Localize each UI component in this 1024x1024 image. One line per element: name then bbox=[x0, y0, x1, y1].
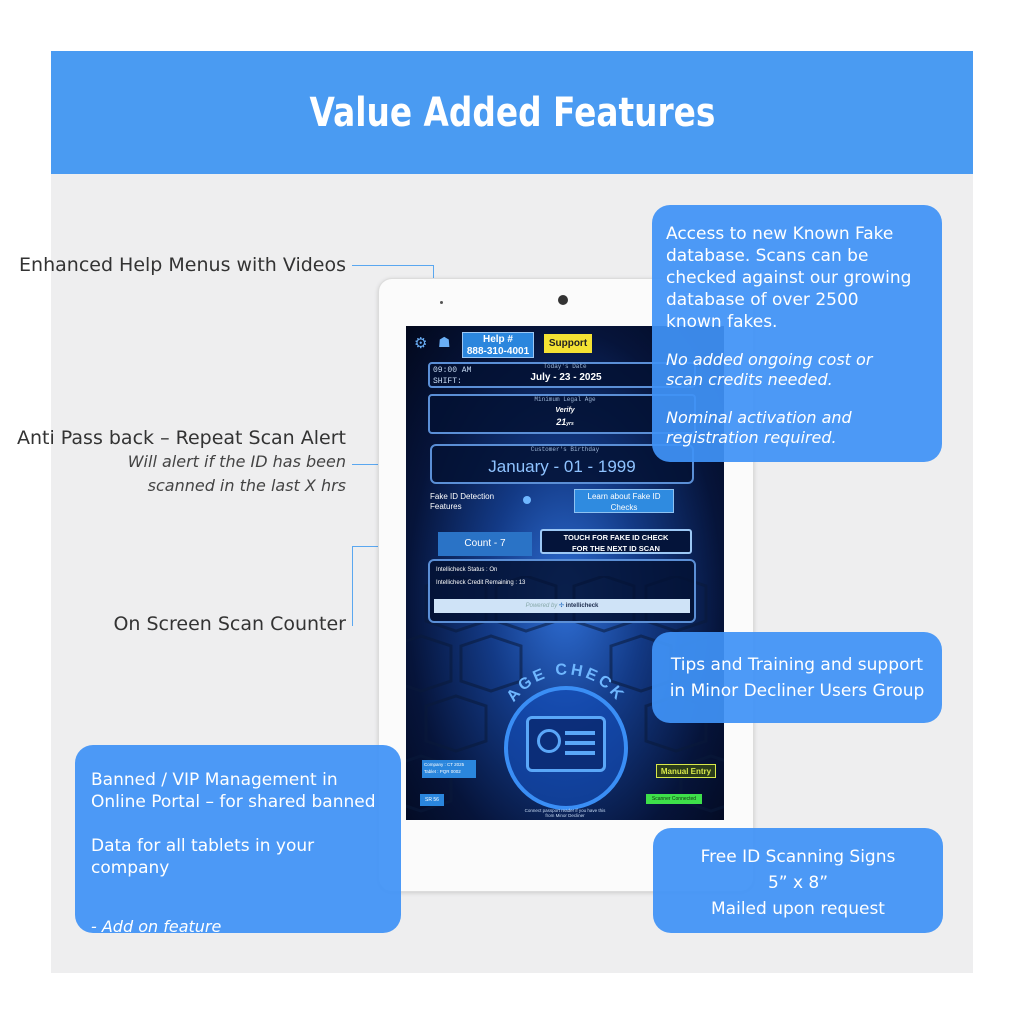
known-fake-line5: known fakes. bbox=[666, 312, 778, 332]
touch-line1: TOUCH FOR FAKE ID CHECK bbox=[563, 533, 669, 542]
todays-date-label: Today's Date bbox=[543, 363, 587, 370]
scanner-status: Scanner Connected bbox=[646, 794, 702, 804]
intellicheck-brand: intellicheck bbox=[565, 603, 599, 609]
known-fake-line2: database. Scans can be bbox=[666, 246, 869, 266]
page-header: Value Added Features bbox=[51, 51, 973, 174]
label-anti-pass: Anti Pass back – Repeat Scan Alert Will … bbox=[17, 426, 346, 498]
date-box bbox=[428, 362, 696, 388]
help-label: Help # bbox=[482, 334, 513, 345]
min-age-unit: yrs bbox=[566, 421, 574, 427]
company-info: Company : CT 2025 Tablet : PQR 0002 bbox=[422, 760, 476, 778]
touch-fake-id-button[interactable]: TOUCH FOR FAKE ID CHECK FOR THE NEXT ID … bbox=[540, 529, 692, 554]
current-time: 09:00 AM bbox=[433, 366, 472, 375]
birthday-value: January - 01 - 1999 bbox=[488, 457, 636, 476]
shift-label: SHIFT: bbox=[433, 377, 462, 386]
age-check-arc-text: AGE CHECK bbox=[504, 661, 629, 705]
support-button[interactable]: Support bbox=[544, 334, 592, 353]
fake-detect-toggle[interactable] bbox=[523, 496, 531, 504]
min-age-value: 21yrs bbox=[406, 417, 724, 427]
connector-counter bbox=[352, 546, 353, 626]
note1b: scan credits needed. bbox=[666, 370, 833, 389]
anti-pass-line2: scanned in the last X hrs bbox=[147, 476, 346, 495]
callout-signs: Free ID Scanning Signs 5” x 8” Mailed up… bbox=[653, 828, 943, 933]
banned-note: - Add on feature bbox=[91, 917, 222, 936]
fake-detect-line2: Features bbox=[430, 502, 462, 511]
known-fake-note1: No added ongoing cost or scan credits ne… bbox=[666, 350, 928, 390]
note2b: registration required. bbox=[666, 428, 837, 447]
anti-pass-line1: Will alert if the ID has been bbox=[127, 452, 346, 471]
page-title: Value Added Features bbox=[309, 89, 715, 136]
passport-note: Connect passport reader if you have this… bbox=[502, 808, 628, 818]
intellicheck-credits: Intellicheck Credit Remaining : 13 bbox=[436, 580, 526, 586]
min-age-box bbox=[428, 394, 696, 434]
version-badge: SR 56 bbox=[420, 794, 444, 806]
passport-note-1: Connect passport reader if you have this bbox=[524, 808, 606, 813]
powered-by-label: Powered by bbox=[525, 603, 558, 609]
anti-pass-title: Anti Pass back – Repeat Scan Alert bbox=[16, 427, 346, 449]
passport-note-2: from Minor Decliner bbox=[545, 813, 585, 818]
min-age-number: 21 bbox=[556, 417, 567, 427]
known-fake-text: Access to new Known Fake database. Scans… bbox=[666, 223, 928, 333]
powered-by-bar: Powered by ✣ intellicheck bbox=[434, 599, 690, 613]
known-fake-line3: checked against our growing bbox=[666, 268, 912, 288]
known-fake-note2: Nominal activation and registration requ… bbox=[666, 408, 928, 448]
intellicheck-status: Intellicheck Status : On bbox=[436, 567, 498, 573]
intellicheck-logo-icon: ✣ bbox=[558, 603, 565, 609]
birthday-label: Customer's Birthday bbox=[530, 446, 600, 453]
signs-line1: Free ID Scanning Signs bbox=[700, 847, 896, 867]
help-number: 888-310-4001 bbox=[466, 346, 530, 357]
label-help-menus: Enhanced Help Menus with Videos bbox=[19, 254, 346, 276]
signs-line2: 5” x 8” bbox=[767, 873, 829, 893]
callout-tips: Tips and Training and support in Minor D… bbox=[652, 632, 942, 723]
learn-line1: Learn about Fake ID bbox=[587, 492, 661, 501]
svg-text:AGE CHECK: AGE CHECK bbox=[504, 661, 629, 705]
known-fake-line1: Access to new Known Fake bbox=[666, 224, 894, 244]
id-card-icon bbox=[526, 716, 606, 772]
tablet-camera bbox=[558, 295, 568, 305]
callout-known-fake: Access to new Known Fake database. Scans… bbox=[652, 205, 942, 462]
label-scan-counter: On Screen Scan Counter bbox=[113, 613, 346, 635]
banned-line1: Banned / VIP Management in bbox=[91, 770, 338, 790]
banned-line3: Data for all tablets in your company bbox=[91, 836, 315, 878]
note1a: No added ongoing cost or bbox=[666, 350, 873, 369]
note2a: Nominal activation and bbox=[666, 408, 852, 427]
scan-counter-text: On Screen Scan Counter bbox=[113, 613, 346, 635]
touch-line2: FOR THE NEXT ID SCAN bbox=[572, 544, 660, 553]
scan-count-tab: Count - 7 bbox=[438, 532, 532, 556]
settings-icon[interactable]: ⚙ bbox=[414, 335, 428, 352]
verify-label: Verify bbox=[555, 407, 575, 414]
label-help-menus-text: Enhanced Help Menus with Videos bbox=[19, 254, 346, 276]
connector-help bbox=[352, 265, 434, 266]
fake-detect-label: Fake ID Detection Features bbox=[430, 492, 494, 512]
manual-entry-button[interactable]: Manual Entry bbox=[656, 764, 716, 778]
signs-line3: Mailed upon request bbox=[711, 899, 885, 919]
learn-fake-id-button[interactable]: Learn about Fake ID Checks bbox=[574, 489, 674, 513]
callout-banned: Banned / VIP Management in Online Portal… bbox=[75, 745, 401, 936]
tips-line2: in Minor Decliner Users Group bbox=[669, 681, 925, 701]
learn-line2: Checks bbox=[610, 503, 638, 512]
todays-date: July - 23 - 2025 bbox=[530, 372, 602, 383]
age-check-text: AGE CHECK bbox=[504, 661, 626, 705]
tips-line1: Tips and Training and support bbox=[670, 655, 924, 675]
help-video-icon[interactable]: ☗ bbox=[438, 334, 451, 350]
known-fake-line4: database of over 2500 bbox=[666, 290, 859, 310]
company-line: Company : CT 2025 bbox=[424, 762, 465, 767]
tablet-screen: ⚙ ☗ Help # 888-310-4001 Support 09:00 AM… bbox=[406, 326, 724, 820]
banned-line2: Online Portal – for shared banned bbox=[91, 792, 376, 812]
help-number-box[interactable]: Help # 888-310-4001 bbox=[462, 332, 534, 358]
tablet-line: Tablet : PQR 0002 bbox=[424, 769, 461, 774]
min-age-label: Minimum Legal Age bbox=[534, 396, 596, 403]
birthday-box bbox=[430, 444, 694, 484]
fake-detect-line1: Fake ID Detection bbox=[430, 492, 495, 501]
tablet-sensor bbox=[440, 301, 443, 304]
